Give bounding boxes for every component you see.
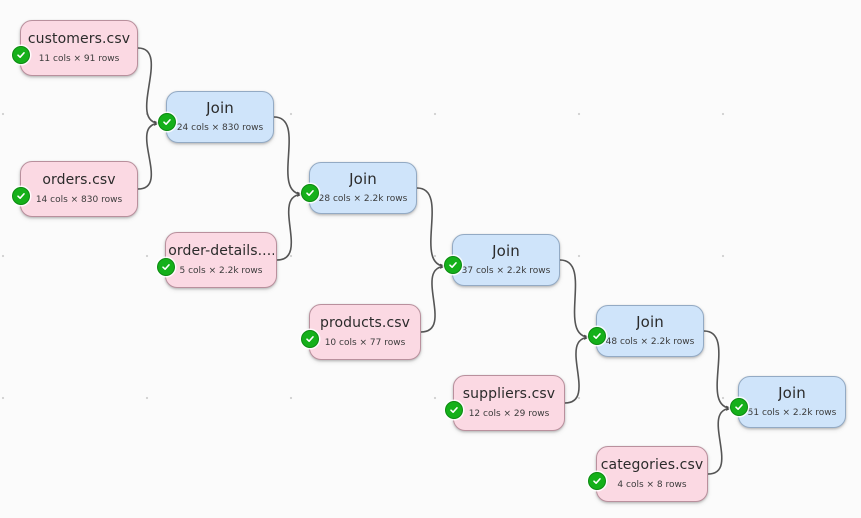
node-title: order-details.... [168, 243, 274, 259]
node-meta: 14 cols × 830 rows [35, 195, 123, 205]
node-title: customers.csv [27, 31, 131, 47]
node-join3[interactable]: Join 37 cols × 2.2k rows [444, 234, 560, 286]
node-meta: 10 cols × 77 rows [324, 338, 406, 348]
status-ok-icon [301, 330, 319, 348]
status-ok-icon [588, 327, 606, 345]
status-ok-icon [158, 113, 176, 131]
status-ok-icon [445, 401, 463, 419]
node-products[interactable]: products.csv 10 cols × 77 rows [301, 304, 421, 360]
status-ok-icon [157, 258, 175, 276]
node-meta: 51 cols × 2.2k rows [747, 408, 837, 418]
node-orders[interactable]: orders.csv 14 cols × 830 rows [12, 161, 138, 217]
node-title: Join [206, 100, 234, 116]
node-order-details[interactable]: order-details.... 5 cols × 2.2k rows [157, 232, 277, 288]
node-meta: 48 cols × 2.2k rows [605, 337, 695, 347]
edge-join1-to-join2 [273, 116, 304, 197]
node-title: Join [778, 385, 806, 401]
node-join2[interactable]: Join 28 cols × 2.2k rows [301, 162, 417, 214]
node-join1[interactable]: Join 24 cols × 830 rows [158, 91, 274, 143]
node-meta: 37 cols × 2.2k rows [461, 266, 551, 276]
node-title: suppliers.csv [462, 386, 556, 402]
status-ok-icon [730, 398, 748, 416]
node-title: products.csv [319, 315, 411, 331]
node-meta: 24 cols × 830 rows [176, 123, 264, 133]
edge-join3-to-join4 [559, 259, 591, 340]
node-meta: 5 cols × 2.2k rows [179, 266, 263, 276]
edge-suppliers-to-join4 [564, 334, 591, 404]
node-title: Join [492, 243, 520, 259]
node-title: categories.csv [600, 457, 704, 473]
node-title: orders.csv [42, 172, 116, 188]
node-meta: 4 cols × 8 rows [617, 480, 687, 490]
status-ok-icon [444, 256, 462, 274]
node-join4[interactable]: Join 48 cols × 2.2k rows [588, 305, 704, 357]
node-title: Join [349, 171, 377, 187]
node-categories[interactable]: categories.csv 4 cols × 8 rows [588, 446, 708, 502]
node-suppliers[interactable]: suppliers.csv 12 cols × 29 rows [445, 375, 565, 431]
node-meta: 28 cols × 2.2k rows [318, 194, 408, 204]
edge-orders-to-join1 [137, 120, 161, 190]
node-meta: 11 cols × 91 rows [38, 54, 120, 64]
node-join5[interactable]: Join 51 cols × 2.2k rows [730, 376, 846, 428]
node-title: Join [636, 314, 664, 330]
status-ok-icon [588, 472, 606, 490]
edge-categories-to-join5 [707, 405, 733, 475]
status-ok-icon [12, 46, 30, 64]
edge-products-to-join3 [420, 263, 447, 333]
node-customers[interactable]: customers.csv 11 cols × 91 rows [12, 20, 138, 76]
edge-order-details-to-join2 [276, 191, 304, 261]
status-ok-icon [12, 187, 30, 205]
node-meta: 12 cols × 29 rows [468, 409, 550, 419]
status-ok-icon [301, 184, 319, 202]
edge-join2-to-join3 [416, 187, 447, 269]
edge-customers-to-join1 [137, 47, 161, 126]
edge-join4-to-join5 [703, 330, 733, 411]
